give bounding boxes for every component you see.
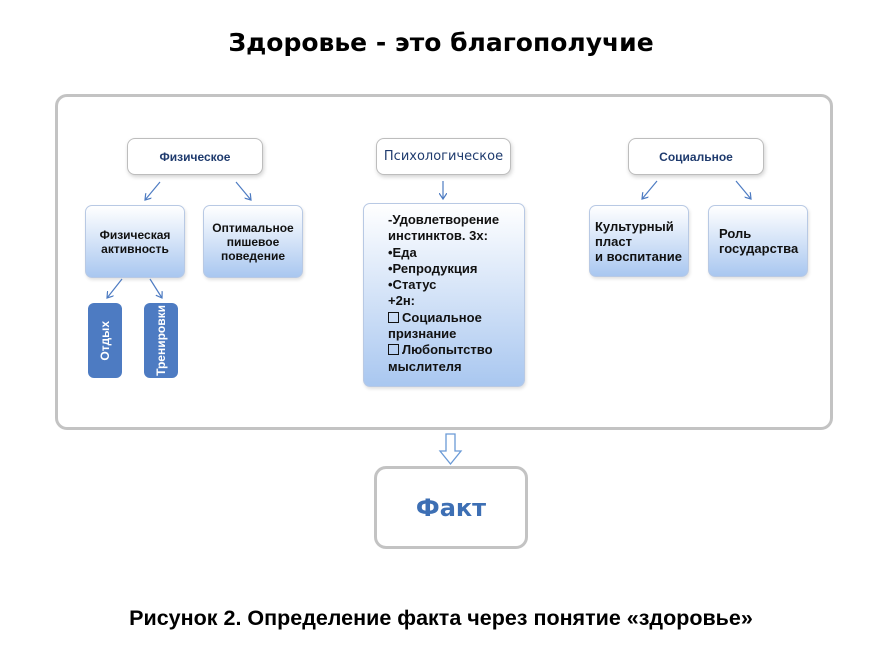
- psy-item-social-recognition: Социальное: [388, 310, 524, 326]
- nutrition-line-1: Оптимальное: [212, 220, 294, 235]
- culture-line-2: пласт: [595, 233, 632, 249]
- nutrition-line-3: поведение: [220, 248, 286, 263]
- physical-activity-line-1: Физическая: [99, 227, 171, 242]
- main-frame: [55, 94, 833, 430]
- physical-activity-box: Физическая активность: [85, 205, 185, 278]
- figure-caption: Рисунок 2. Определение факта через понят…: [129, 606, 753, 630]
- rest-box: Отдых: [88, 303, 122, 378]
- psy-item-food: •Еда: [388, 244, 417, 260]
- arrow-social-to-state: [735, 180, 751, 199]
- psy-item-5a: Любопытство: [402, 342, 493, 358]
- psy-item-4a: Социальное: [402, 309, 482, 325]
- culture-line-3: и воспитание: [595, 248, 682, 264]
- psy-item-status: •Статус: [388, 277, 437, 293]
- psy-item-4b: признание: [388, 326, 457, 342]
- arrow-social-to-culture: [642, 180, 658, 199]
- physical-activity-line-2: активность: [101, 241, 169, 256]
- psy-item-reproduction: •Репродукция: [388, 260, 478, 276]
- category-physical: Физическое: [127, 138, 263, 175]
- arrow-activity-to-rest: [107, 278, 123, 298]
- psychological-box: -Удовлетворение инстинктов. 3х: •Еда •Ре…: [363, 203, 525, 387]
- psy-line-2: инстинктов. 3х:: [388, 228, 488, 244]
- state-line-2: государства: [719, 241, 799, 256]
- psy-item-curiosity: Любопытство: [388, 342, 524, 358]
- diagram-title: Здоровье - это благополучие: [228, 28, 654, 57]
- checkbox-square-icon: [388, 344, 399, 356]
- fact-box: Факт: [374, 466, 528, 549]
- checkbox-square-icon: [388, 311, 399, 323]
- down-arrow-icon: [438, 433, 463, 466]
- category-social: Социальное: [628, 138, 764, 175]
- psy-item-5b: мыслителя: [388, 358, 462, 374]
- psy-line-1: -Удовлетворение: [388, 212, 500, 227]
- state-box: Роль государства: [708, 205, 808, 277]
- culture-line-1: Культурный: [595, 218, 674, 234]
- category-psychological: Психологическое: [376, 138, 511, 175]
- arrow-physical-to-activity: [145, 181, 161, 200]
- training-box: Тренировки: [144, 303, 178, 378]
- nutrition-line-2: пишевое: [226, 234, 280, 249]
- state-line-1: Роль: [719, 226, 752, 241]
- arrow-activity-to-training: [149, 278, 162, 298]
- arrow-physical-to-nutrition: [235, 181, 251, 200]
- culture-box: Культурный пласт и воспитание: [589, 205, 689, 277]
- psy-line-6: +2н:: [388, 293, 416, 309]
- nutrition-box: Оптимальное пишевое поведение: [203, 205, 303, 278]
